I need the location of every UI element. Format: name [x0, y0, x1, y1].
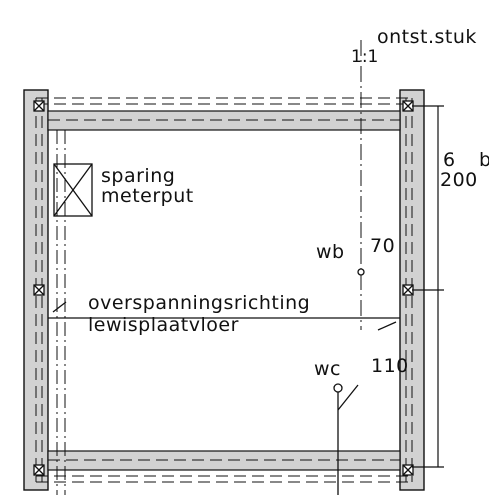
drain-wc	[333, 383, 359, 495]
hidden-lines	[35, 97, 413, 483]
span-direction-label: overspanningsrichting	[88, 292, 310, 314]
recess-label-line1: sparing	[101, 165, 175, 187]
dimension-spec: b	[479, 149, 489, 171]
slab-type-label: lewisplaatvloer	[88, 314, 239, 336]
span-direction-line	[48, 301, 400, 331]
wb-value: 70	[370, 235, 395, 257]
dimension-count: 6	[443, 149, 456, 171]
wc-label: wc	[314, 358, 341, 380]
dimension-value: 200	[440, 169, 478, 191]
wb-label: wb	[316, 241, 345, 263]
section-marker-note: ontst.stuk	[377, 26, 477, 48]
dimension-line	[412, 105, 444, 468]
recess-label-line2: meterput	[101, 185, 194, 207]
section-marker: 1:1	[351, 47, 378, 67]
column-markers	[33, 100, 414, 476]
recess-box	[53, 163, 93, 217]
wc-value: 110	[371, 355, 409, 377]
pipe-centerlines	[56, 40, 362, 495]
drain-wb	[357, 268, 365, 276]
